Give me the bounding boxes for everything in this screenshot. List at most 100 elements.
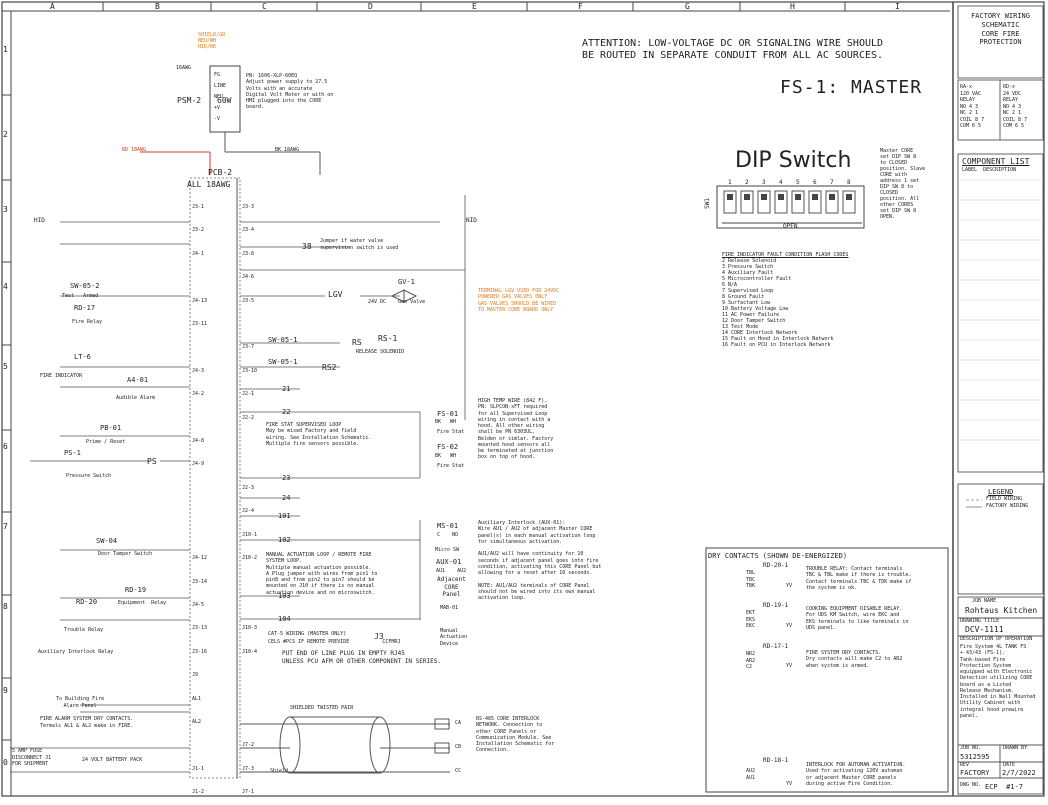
drawing-title-label: DRAWING TITLE xyxy=(960,618,1000,624)
high-temp-note: HIGH TEMP WIRE (842 F).PN: SLPCON-xFT re… xyxy=(478,398,554,461)
fs-02-wires: BK WH xyxy=(435,453,457,459)
col-label: G xyxy=(685,2,690,11)
rd-20-label: RD-20 xyxy=(76,598,98,606)
ms-01-label: MS-01 xyxy=(437,522,459,530)
description-label: DESCRIPTION OF OPERATION xyxy=(960,636,1033,642)
pcb-name: PCB-2 xyxy=(208,168,233,177)
shield-label: Shield xyxy=(270,768,289,774)
rd-19-label: RD-19 xyxy=(125,586,147,594)
yv-label: YV xyxy=(786,663,793,669)
fs-02-label: FS-02 xyxy=(437,443,459,451)
gas-valve-label: 24V DC Gas Valve xyxy=(368,299,426,305)
terminal-ca: CA xyxy=(455,720,462,726)
cat5-sublabel: CELS #PCS IF REMOTE PREVIDE CCFMRJ xyxy=(268,639,401,645)
row-label: 1 xyxy=(3,45,8,54)
dip-number: 8 xyxy=(847,179,851,186)
yv-label: YV xyxy=(786,781,793,787)
sw-04-label: SW-04 xyxy=(96,537,118,545)
sheet-title: FS-1: MASTER xyxy=(780,77,923,98)
loop-103: 103 xyxy=(278,592,291,600)
dip-sw-label: SW1 xyxy=(703,198,711,209)
ms-01-contacts: C NO xyxy=(437,532,459,538)
fire-relay-label: Fire Relay xyxy=(72,319,103,325)
dip-number: 6 xyxy=(813,179,817,186)
lt-6-label: LT-6 xyxy=(74,353,91,361)
component-list-title: COMPONENT LIST xyxy=(962,157,1030,166)
col-label: F xyxy=(578,2,583,11)
dip-number: 5 xyxy=(796,179,800,186)
prime-reset-label: Prime / Reset xyxy=(86,439,126,445)
row-label: 9 xyxy=(3,686,8,695)
rs-label: RS xyxy=(352,338,362,347)
psu-watts: 60W xyxy=(217,96,232,105)
terminal-38: 38 xyxy=(302,242,312,251)
fs-01-label: FS-01 xyxy=(437,410,459,418)
description-text: Fire System 4L TANK FS+ 43/43 (FS-1).Tan… xyxy=(960,644,1036,719)
pcb-gauge: ALL 18AWG xyxy=(187,180,231,189)
row-label: 8 xyxy=(3,602,8,611)
fs-01-firestat: Fire Stat xyxy=(437,429,465,435)
dwg-no: ECP #1-7 xyxy=(985,783,1023,791)
dip-number: 3 xyxy=(762,179,766,186)
sw-05-1-label: SW-05-1 xyxy=(268,336,298,344)
mab-01-label: MAB-01 xyxy=(440,605,459,611)
dip-number: 1 xyxy=(728,179,732,186)
sw-05-2-test-armed: Test Armed xyxy=(62,293,99,299)
terminal-cb: CB xyxy=(455,744,462,750)
rd-17-1-label: RD-17-1 xyxy=(763,643,789,650)
trouble-relay-label: Trouble Relay xyxy=(64,627,104,633)
rs2-label: RS2 xyxy=(322,363,337,372)
dip-open-label: OPEN xyxy=(783,223,798,230)
legend-field-wiring: FIELD WIRING xyxy=(986,496,1023,502)
audible-alarm-label: Audible Alarm xyxy=(116,395,156,401)
lgv-label: LGV xyxy=(328,290,343,299)
equipment-relay-label: Equipment Relay xyxy=(118,600,167,606)
row-label: 3 xyxy=(3,205,8,214)
loop-22: 22 xyxy=(282,408,291,416)
rd-18-1-label: RD-18-1 xyxy=(763,757,789,764)
rev-value: FACTORY xyxy=(960,769,990,777)
j3-label: J3 xyxy=(374,632,384,641)
dip-switch-title: DIP Switch xyxy=(735,148,852,173)
aux-01-label: AUX-01 xyxy=(436,558,462,566)
col-label: D xyxy=(368,2,373,11)
micro-switch-label: Micro SW xyxy=(435,547,460,553)
component-list-columns: LABEL DESCRIPTION xyxy=(962,167,1017,173)
attention-line: BE ROUTED IN SEPARATE CONDUIT FROM ALL A… xyxy=(582,50,884,61)
aux-interlock-note: Auxiliary Interlock (AUX-01):Wire AU1 / … xyxy=(478,520,602,601)
drawn-by-label: DRAWN BY xyxy=(1003,745,1028,751)
wire-red-18awg: RD 18AWG xyxy=(122,147,147,153)
fire-alarm-contacts-note: FIRE ALARM SYSTEM DRY CONTACTS.Termals A… xyxy=(40,716,134,729)
dry-contacts-title: DRY CONTACTS (SHOWN DE-ENERGIZED) xyxy=(708,552,848,560)
fire-indicator-label: FIRE INDICATOR xyxy=(40,373,83,379)
hid-label: HID xyxy=(34,217,45,224)
wire-bk-18awg: BK 18AWG xyxy=(275,147,300,153)
fault-codes-title: FIRE INDICATOR FAULT CONDITION FLASH COD… xyxy=(722,252,849,258)
yv-label: YV xyxy=(786,583,793,589)
shielded-pair-label: SHIELDED TWISTED PAIR xyxy=(290,705,354,711)
ps-1-label: PS-1 xyxy=(64,449,81,457)
col-label: B xyxy=(155,2,160,11)
aux-terminals: AU1 AU2 xyxy=(436,568,467,574)
job-no-label: JOB NO. xyxy=(960,745,982,751)
fs-02-firestat: Fire Stat xyxy=(437,463,465,469)
nid-label: NID xyxy=(466,217,477,224)
psu-gauge: 16AWG xyxy=(176,65,192,71)
row-label: 0 xyxy=(3,758,8,767)
yv-label: YV xyxy=(786,623,793,629)
loop-104: 104 xyxy=(278,615,291,623)
terminal-cc: CC xyxy=(455,768,462,774)
